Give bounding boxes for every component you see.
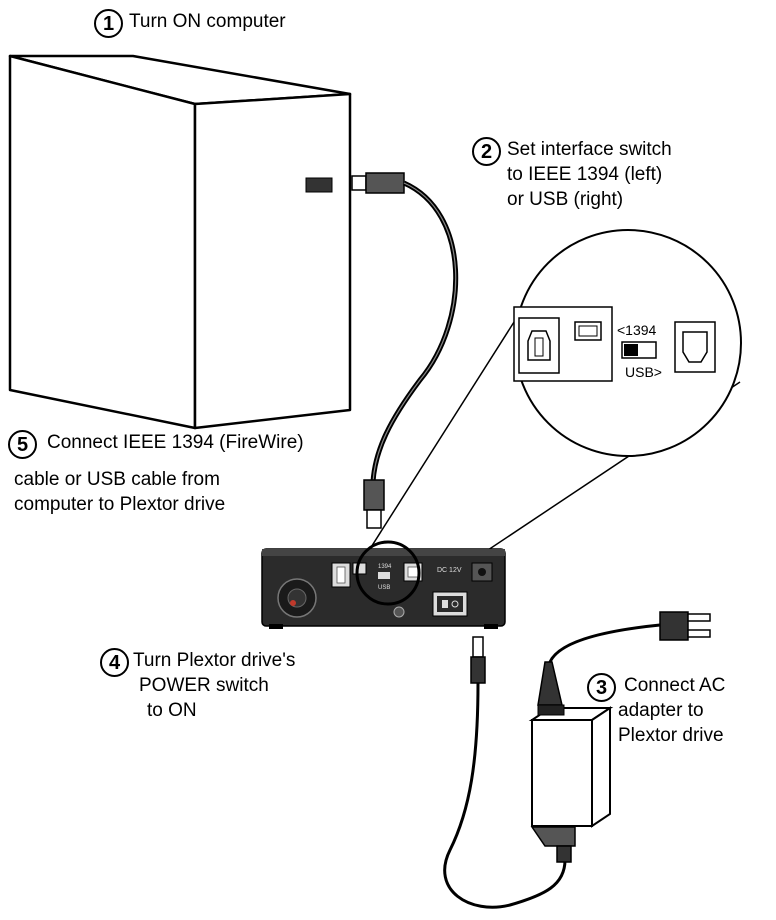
drive-usb-label: USB — [378, 585, 390, 591]
drive-dc-label: DC 12V — [437, 567, 462, 574]
drive-1394-label: 1394 — [378, 564, 392, 570]
interface-cable — [351, 172, 459, 529]
step-1-text: Turn ON computer — [129, 11, 286, 32]
step-1: 1 Turn ON computer — [94, 9, 286, 38]
step-5-number: 5 — [8, 430, 37, 459]
switch-highlight-ring — [355, 540, 421, 606]
plextor-drive: 1394 USB DC 12V — [261, 548, 506, 629]
computer-port — [305, 177, 333, 193]
computer-tower — [8, 54, 352, 430]
step-2-number: 2 — [472, 137, 501, 166]
step-2-text: Set interface switch to IEEE 1394 (left)… — [507, 139, 672, 210]
step-3-number: 3 — [587, 673, 616, 702]
step-3-text: Connect AC adapter to Plextor drive — [618, 675, 726, 746]
interface-switch-callout: <1394 USB> — [513, 229, 742, 457]
step-4: 4 Turn Plextor drive's POWER switch to O… — [100, 648, 295, 723]
step-4-text: Turn Plextor drive's POWER switch to ON — [133, 650, 296, 721]
switch-right-label: USB> — [625, 364, 662, 380]
step-1-number: 1 — [94, 9, 123, 38]
step-4-number: 4 — [100, 648, 129, 677]
step-3: 3 Connect AC adapter to Plextor drive — [587, 673, 725, 748]
step-5: 5 Connect IEEE 1394 (FireWire) — [8, 430, 304, 459]
switch-left-label: <1394 — [617, 322, 657, 338]
step-5-text-continued: cable or USB cable from computer to Plex… — [14, 469, 226, 515]
step-5-text: Connect IEEE 1394 (FireWire) — [47, 432, 304, 453]
ac-adapter — [443, 611, 711, 909]
step-2: 2 Set interface switch to IEEE 1394 (lef… — [472, 137, 672, 212]
